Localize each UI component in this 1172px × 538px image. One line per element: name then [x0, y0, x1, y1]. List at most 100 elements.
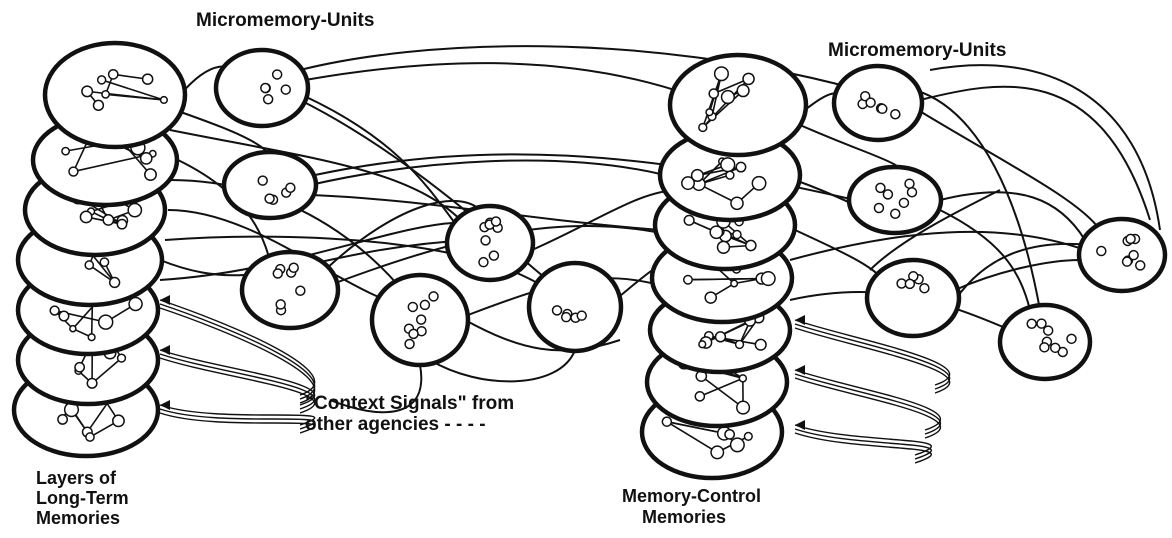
memory-control-layer	[670, 55, 806, 155]
tree-node	[128, 204, 141, 217]
micromemory-unit-left	[224, 152, 316, 218]
micromemory-node	[883, 190, 892, 199]
micromemory-node	[1097, 247, 1106, 256]
tree-node	[117, 219, 126, 228]
micromemory-node	[265, 194, 274, 203]
micromemory-unit-left	[216, 50, 308, 126]
tree-node	[699, 123, 707, 131]
connection-wire	[920, 87, 1150, 220]
micromemory-node	[479, 258, 488, 267]
tree-node	[684, 215, 694, 225]
tree-node	[733, 231, 741, 239]
tree-node	[721, 158, 735, 172]
micromemory-unit-outline	[224, 152, 316, 218]
micromemory-node	[577, 311, 586, 320]
micromemory-node	[296, 286, 305, 295]
tree-node	[662, 417, 671, 426]
micromemory-unit-outline	[1079, 219, 1165, 291]
connection-wire	[955, 244, 1090, 300]
tree-node	[99, 315, 113, 329]
micromemory-node	[409, 329, 418, 338]
micromemory-node	[562, 313, 571, 322]
context-signal-line	[795, 425, 931, 455]
micromemory-node	[286, 183, 295, 192]
tree-node	[695, 392, 704, 401]
micromemory-unit-outline	[834, 66, 922, 140]
micromemory-node	[289, 263, 298, 272]
micromemory-node	[489, 251, 498, 260]
micromemory-node	[905, 279, 914, 288]
tree-node	[118, 354, 126, 362]
tree-node	[739, 375, 746, 382]
tree-node	[706, 109, 713, 116]
tree-node	[75, 363, 84, 372]
micromemory-node	[1051, 343, 1060, 352]
tree-node	[744, 433, 752, 441]
micromemory-node	[905, 179, 914, 188]
tree-node	[110, 278, 120, 288]
context-signal-line	[795, 328, 950, 393]
long-term-memories-label-line1: Layers of	[36, 468, 116, 489]
connection-wire	[305, 63, 690, 95]
tree-node	[143, 74, 153, 84]
micromemory-node	[420, 300, 429, 309]
context-arrow-head	[795, 315, 805, 325]
tree-node	[69, 167, 78, 176]
micromemory-unit-left	[529, 263, 621, 351]
micromemory-node	[1040, 343, 1049, 352]
tree-node	[718, 241, 730, 253]
tree-node	[70, 326, 76, 332]
tree-node	[50, 306, 59, 315]
memory-control-layer-outline	[670, 55, 806, 155]
context-arrow-head	[795, 420, 805, 430]
tree-node	[86, 433, 94, 441]
memory-control-stack	[642, 55, 806, 478]
micromemory-unit-outline	[849, 167, 941, 233]
micromemory-node	[258, 176, 267, 185]
tree-node	[98, 76, 106, 84]
micromemory-node	[273, 70, 282, 79]
micromemory-node	[264, 95, 273, 104]
micromemory-unit-right	[834, 66, 922, 140]
tree-node	[722, 91, 735, 104]
tree-node	[103, 215, 113, 225]
tree-node	[731, 438, 745, 452]
tree-node	[705, 292, 716, 303]
tree-node	[711, 446, 723, 458]
tree-node	[102, 91, 109, 98]
micromemory-unit-right	[1079, 219, 1165, 291]
micromemory-node	[553, 306, 562, 315]
tree-node	[726, 171, 734, 179]
context-signals-label-line1: "Context Signals" from	[305, 393, 514, 414]
tree-node	[731, 280, 738, 287]
tree-node	[709, 89, 718, 98]
tree-node	[85, 261, 93, 269]
tree-node	[746, 240, 756, 250]
tree-node	[737, 85, 749, 97]
micromemory-node	[1027, 319, 1036, 328]
context-signal-line	[795, 429, 931, 459]
memory-control-memories-label-line2: Memories	[642, 507, 726, 528]
tree-node	[736, 162, 745, 171]
context-arrow-head	[795, 365, 805, 375]
tree-node	[725, 430, 734, 439]
tree-node	[731, 197, 743, 209]
micromemory-node	[1129, 251, 1138, 260]
micromemory-node	[408, 302, 417, 311]
micromemory-units-left-label: Micromemory-Units	[196, 10, 374, 31]
micromemory-unit-left	[242, 252, 338, 328]
tree-node	[141, 153, 152, 164]
micromemory-node	[891, 209, 900, 218]
micromemory-node	[1044, 326, 1053, 335]
micromemory-unit-right	[867, 260, 959, 336]
context-arrow-head	[160, 345, 170, 355]
tree-node	[682, 177, 694, 189]
long-term-layer	[45, 43, 185, 147]
micromemory-unit-left	[447, 206, 533, 280]
micromemory-unit-right	[849, 167, 941, 233]
tree-node	[755, 339, 766, 350]
micromemory-node	[874, 203, 883, 212]
tree-node	[752, 177, 765, 190]
tree-node	[58, 415, 67, 424]
